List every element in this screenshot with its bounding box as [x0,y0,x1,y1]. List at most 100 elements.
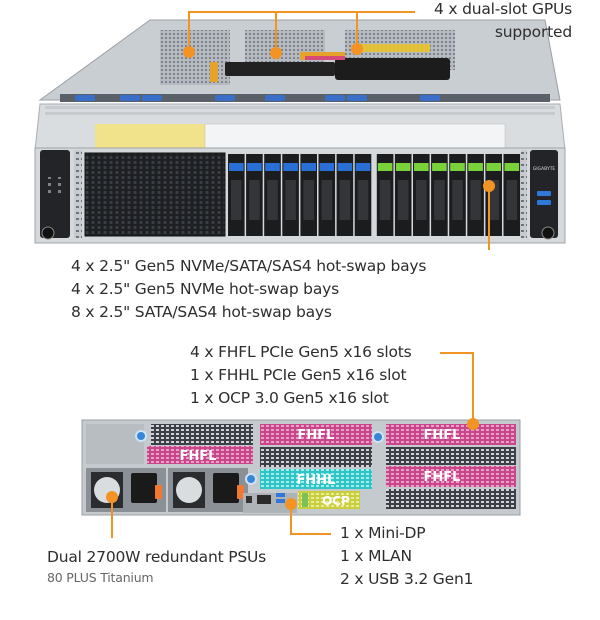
nvme-drive-bay[interactable] [318,154,336,236]
drive-grille [231,180,242,220]
pcie-slot-line: 1 x OCP 3.0 Gen5 x16 slot [190,389,389,407]
drive-release-tab [432,163,447,171]
drive-release-tab [504,163,520,171]
psu-2 [168,468,248,512]
drive-grille [434,180,445,220]
drive-callout-line [483,180,495,250]
pcie-callout-text: 4 x FHFL PCIe Gen5 x16 slots 1 x FHHL PC… [190,341,412,410]
front-usb-port-2[interactable] [537,200,551,205]
psu-subtitle: 80 PLUS Titanium [47,570,154,585]
sata-drive-bay[interactable] [449,154,466,236]
drive-grille [416,180,427,220]
rear-usb-port-1[interactable] [276,493,285,497]
mlan-port[interactable] [257,495,271,504]
io-callout-text: 1 x Mini-DP 1 x MLAN 2 x USB 3.2 Gen1 [340,522,473,591]
sata-drive-bay[interactable] [431,154,448,236]
nvme-drive-bay[interactable] [300,154,317,236]
psu-callout-text: Dual 2700W redundant PSUs 80 PLUS Titani… [47,546,266,587]
brand-badge: GIGABYTE [533,166,556,172]
warning-label [95,124,205,150]
psu-1 [86,468,166,512]
left-rack-ear [40,150,70,238]
rear-usb-port-2[interactable] [276,499,285,503]
drive-bay-group [228,154,521,236]
drive-release-tab [468,163,483,171]
drive-grille [452,180,463,220]
nvme-drive-bay[interactable] [282,154,299,236]
left-thumbscrew [41,226,55,240]
drive-release-tab [337,163,353,171]
drive-release-tab [414,163,429,171]
chassis-top-view [34,19,566,151]
sata-drive-bay[interactable] [503,154,521,236]
mini-dp-port[interactable] [246,496,252,503]
drive-release-tab [247,163,262,171]
drive-release-tab [265,163,280,171]
ocp-slot [298,491,360,509]
fhfl-slot-label: FHFL [424,470,461,485]
pcie-marker-dot [467,418,479,430]
drive-grille [267,180,278,220]
drive-release-tab [486,163,501,171]
right-thumbscrew [541,226,555,240]
drive-release-tab [355,163,371,171]
io-port-line: 1 x MLAN [340,547,412,565]
drive-grille [285,180,296,220]
nvme-drive-bay[interactable] [228,154,245,236]
drive-bay-line: 4 x 2.5" Gen5 NVMe/SATA/SAS4 hot-swap ba… [71,257,427,275]
psu-title: Dual 2700W redundant PSUs [47,548,267,566]
ocp-slot-label: OCP [322,494,350,508]
sata-drive-bay[interactable] [376,154,394,236]
drive-bay-line: 4 x 2.5" Gen5 NVMe hot-swap bays [71,280,339,298]
fhfl-slot-label: FHFL [298,428,335,443]
sata-drive-bay[interactable] [467,154,484,236]
fhfl-slot-label: FHFL [180,449,217,464]
front-usb-port-1[interactable] [537,191,551,196]
drive-grille [339,180,351,220]
pcie-slot-line: 1 x FHHL PCIe Gen5 x16 slot [190,366,407,384]
gpu-callout-line2: supported [494,23,572,41]
front-panel: GIGABYTE [34,147,566,244]
drive-grille [397,180,409,220]
fhhl-slot [260,469,372,489]
io-callout-line [290,504,331,535]
gpu-marker-dot [183,46,195,58]
gpu-cage-left [160,30,230,85]
drive-bay-callout-text: 4 x 2.5" Gen5 NVMe/SATA/SAS4 hot-swap ba… [71,255,426,324]
drive-grille [488,180,499,220]
io-port-line: 1 x Mini-DP [340,524,426,542]
fan-row [75,95,440,101]
service-label [204,123,506,151]
drive-grille [303,180,314,220]
sata-drive-bay[interactable] [485,154,502,236]
drive-release-tab [283,163,298,171]
gpu-marker-dot [351,43,363,55]
drive-release-tab [450,163,465,171]
fhfl-slot-middle [260,424,372,445]
nvme-drive-bay[interactable] [264,154,281,236]
gpu-callout-text: 4 x dual-slot GPUs supported [434,0,572,44]
sata-drive-bay[interactable] [413,154,430,236]
drive-release-tab [377,163,393,171]
nvme-drive-bay[interactable] [354,154,372,236]
drive-release-tab [229,163,244,171]
sata-drive-bay[interactable] [394,154,412,236]
rear-server-image: FHFL FHFL FHHL OCP [81,352,521,538]
drive-grille [470,180,481,220]
drive-grille [249,180,260,220]
front-server-image: GIGABYTE [34,11,566,250]
nvme-drive-bay[interactable] [246,154,263,236]
drive-release-tab [319,163,335,171]
drive-release-tab [301,163,316,171]
rear-chassis: FHFL FHFL FHHL OCP [81,419,521,516]
fhfl-slot-right-bottom [386,466,516,487]
drive-release-tab [395,163,411,171]
drive-grille [506,180,518,220]
drive-grille [357,180,369,220]
drive-grille [379,180,391,220]
nvme-drive-bay[interactable] [336,154,354,236]
fhfl-slot-left [147,446,253,464]
pcie-slot-line: 4 x FHFL PCIe Gen5 x16 slots [190,343,412,361]
gpu-marker-dot [270,47,282,59]
drive-grille [321,180,333,220]
